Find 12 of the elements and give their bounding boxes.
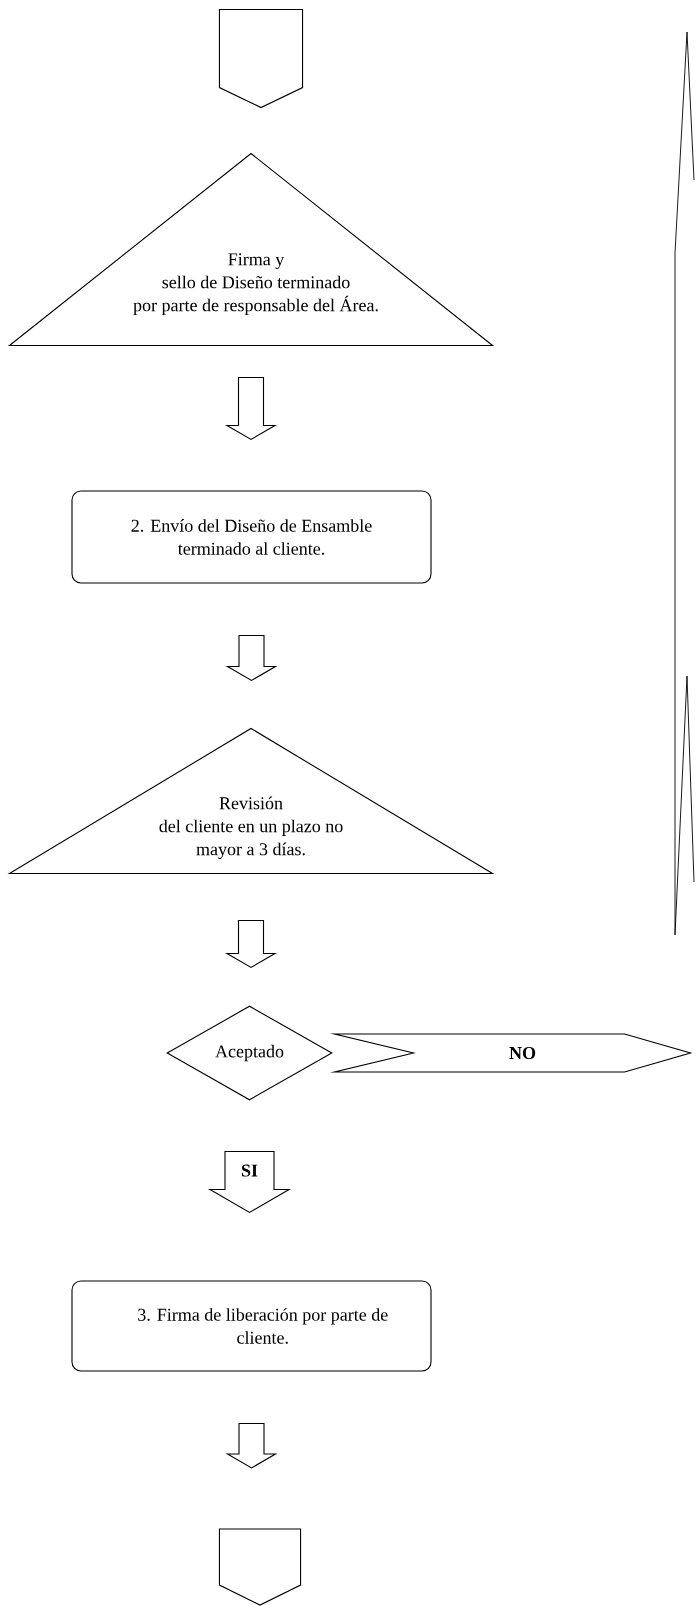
process-box: 3. Firma de liberación por parte de cliente.: [71, 1280, 432, 1372]
off-page-connector: [218, 1528, 302, 1606]
edge-label: NO: [508, 1045, 538, 1061]
block-arrow: [224, 920, 278, 969]
block-arrow: [225, 635, 278, 682]
block-arrow: [225, 1423, 278, 1469]
notched-arrow: [329, 1033, 693, 1073]
edge-label: SI: [240, 1163, 259, 1178]
process-box: 2. Envío del Diseño de Ensamble terminado al cliente.: [71, 490, 432, 584]
block-arrow: [207, 1151, 292, 1214]
off-page-connector: [218, 8, 304, 109]
block-arrow: [224, 377, 278, 441]
